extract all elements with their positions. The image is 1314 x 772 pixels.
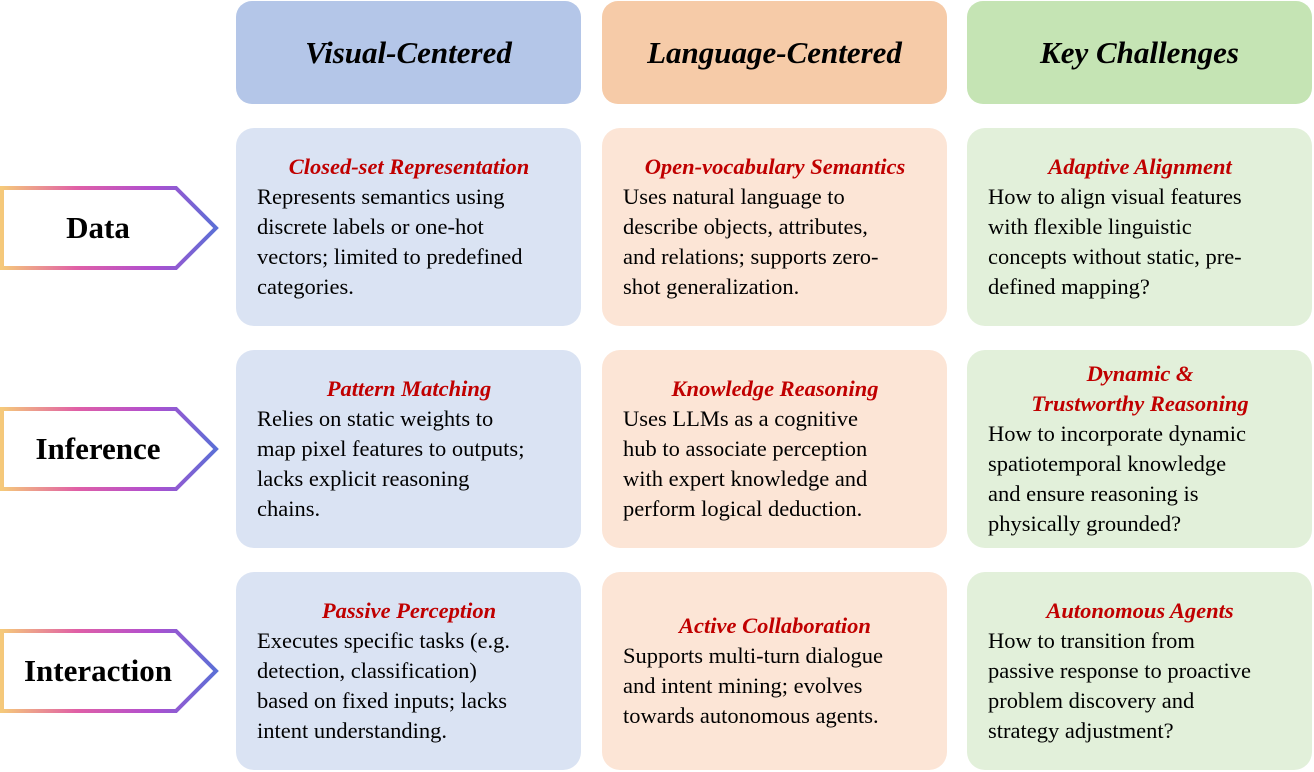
header-language-centered: Language-Centered (602, 1, 947, 104)
cell-interaction-language: Active Collaboration Supports multi-turn… (602, 572, 947, 770)
cell-data-challenge: Adaptive Alignment How to align visual f… (967, 128, 1312, 326)
cell-title: Dynamic & Trustworthy Reasoning (1031, 361, 1249, 416)
cell-title: Knowledge Reasoning (671, 376, 879, 401)
cell-title: Active Collaboration (679, 613, 871, 638)
pentagon-arrow-icon (0, 407, 219, 491)
pentagon-arrow-icon (0, 629, 219, 713)
cell-title: Pattern Matching (326, 376, 492, 401)
cell-title: Open-vocabulary Semantics (644, 154, 906, 179)
header-label: Key Challenges (1040, 34, 1239, 70)
row-label: Inference (35, 431, 161, 466)
cell-inference-challenge: Dynamic & Trustworthy Reasoning How to i… (967, 350, 1312, 548)
cell-inference-visual: Pattern Matching Relies on static weight… (236, 350, 581, 548)
row-label: Data (66, 210, 130, 245)
row-arrow-interaction: Interaction (0, 629, 220, 713)
header-label: Visual-Centered (305, 34, 512, 70)
row-label: Interaction (23, 653, 173, 688)
header-key-challenges: Key Challenges (967, 1, 1312, 104)
cell-data-language: Open-vocabulary Semantics Uses natural l… (602, 128, 947, 326)
row-arrow-inference: Inference (0, 407, 220, 491)
cell-inference-language: Knowledge Reasoning Uses LLMs as a cogni… (602, 350, 947, 548)
cell-text: How to align visual features with flexib… (988, 184, 1242, 299)
cell-interaction-visual: Passive Perception Executes specific tas… (236, 572, 581, 770)
cell-data-visual: Closed-set Representation Represents sem… (236, 128, 581, 326)
cell-text: Represents semantics using discrete labe… (257, 184, 523, 299)
header-visual-centered: Visual-Centered (236, 1, 581, 104)
cell-text: Uses natural language to describe object… (623, 184, 879, 299)
header-label: Language-Centered (647, 34, 902, 70)
cell-text: Supports multi-turn dialogue and intent … (623, 643, 883, 728)
cell-interaction-challenge: Autonomous Agents How to transition from… (967, 572, 1312, 770)
cell-text: Uses LLMs as a cognitive hub to associat… (623, 406, 868, 521)
cell-text: How to incorporate dynamic spatiotempora… (988, 421, 1247, 536)
cell-text: Executes specific tasks (e.g. detection,… (257, 628, 511, 743)
cell-title: Passive Perception (321, 598, 497, 623)
cell-text: Relies on static weights to map pixel fe… (257, 406, 525, 521)
cell-title: Closed-set Representation (288, 154, 530, 179)
row-arrow-data: Data (0, 186, 220, 270)
cell-text: How to transition from passive response … (988, 628, 1252, 743)
pentagon-arrow-icon (0, 186, 219, 270)
cell-title: Autonomous Agents (1046, 598, 1234, 623)
cell-title: Adaptive Alignment (1048, 154, 1232, 179)
